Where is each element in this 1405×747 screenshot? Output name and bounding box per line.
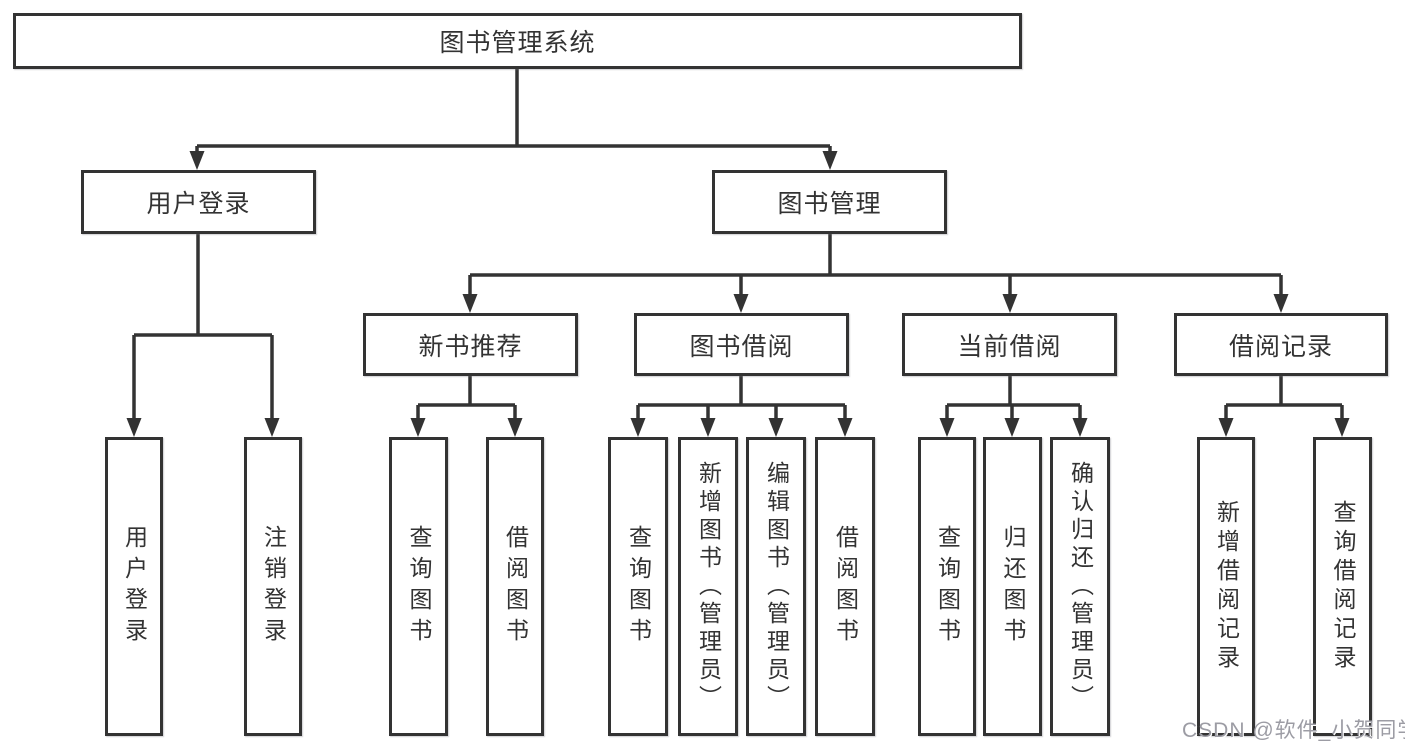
connector-new-book-recommendation-to-leaves (410, 376, 523, 437)
node-root: 图书管理系统 (13, 13, 1022, 69)
leaf-add-borrow-record: 新增借阅记录 (1197, 437, 1255, 736)
node-current-borrowing: 当前借阅 (902, 313, 1117, 376)
leaf-query-books-recommend: 查询图书 (389, 437, 448, 736)
leaf-query-borrow-record: 查询借阅记录 (1313, 437, 1372, 736)
leaf-confirm-return-admin: 确认归还（管理员） (1050, 437, 1110, 736)
leaf-borrow-books-recommend: 借阅图书 (486, 437, 544, 736)
connector-user-login-to-leaves (126, 233, 280, 437)
leaf-edit-books-admin: 编辑图书（管理员） (746, 437, 806, 736)
node-book-management: 图书管理 (712, 170, 947, 234)
connector-current-borrowing-to-leaves (939, 376, 1088, 437)
node-new-book-recommendation: 新书推荐 (363, 313, 578, 376)
leaf-borrow-books-borrowing: 借阅图书 (815, 437, 875, 736)
leaf-add-books-admin: 新增图书（管理员） (678, 437, 738, 736)
node-borrowing-records: 借阅记录 (1174, 313, 1388, 376)
leaf-user-login: 用户登录 (105, 437, 163, 736)
leaf-query-books-current: 查询图书 (918, 437, 976, 736)
node-user-login: 用户登录 (81, 170, 316, 234)
leaf-logout: 注销登录 (244, 437, 302, 736)
connector-book-management-to-level3 (462, 233, 1289, 313)
node-book-borrowing: 图书借阅 (634, 313, 849, 376)
watermark-text: CSDN @软件_小贺同学 (1182, 719, 1405, 742)
connector-borrowing-records-to-leaves (1218, 376, 1350, 437)
connector-root-to-level2 (189, 69, 838, 170)
leaf-query-books-borrowing: 查询图书 (608, 437, 668, 736)
connector-book-borrowing-to-leaves (630, 376, 853, 437)
leaf-return-books: 归还图书 (983, 437, 1042, 736)
